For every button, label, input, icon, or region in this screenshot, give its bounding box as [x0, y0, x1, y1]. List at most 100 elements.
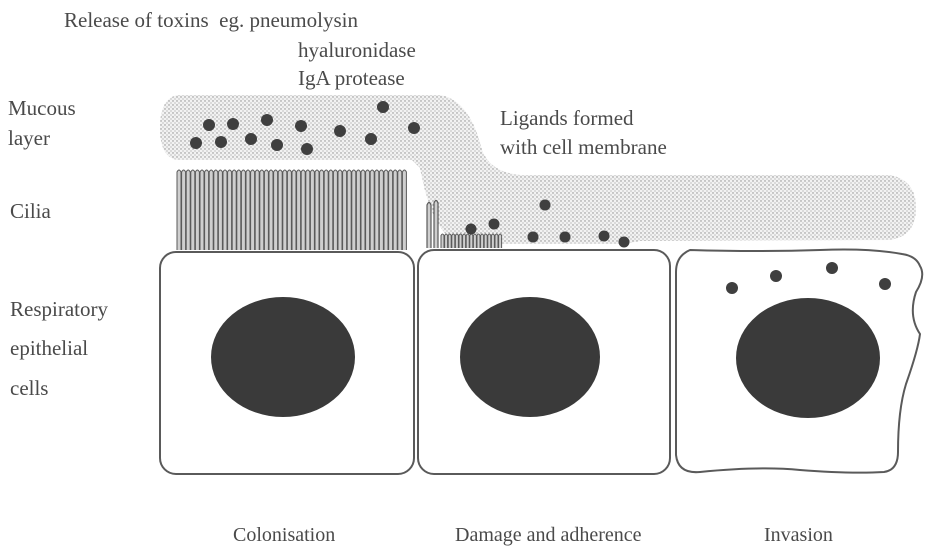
cilium	[306, 170, 310, 250]
cilium	[274, 170, 278, 250]
bacterium	[227, 118, 239, 130]
cilium	[366, 170, 370, 250]
cilium	[477, 234, 480, 248]
label-mucous-1: Mucous	[8, 96, 76, 120]
bacterium	[203, 119, 215, 131]
cilium	[333, 170, 337, 250]
cilium	[329, 170, 333, 250]
cilium	[441, 234, 444, 248]
bacterium	[190, 137, 202, 149]
cilium	[292, 170, 296, 250]
cilium	[463, 234, 466, 248]
label-mucous-2: layer	[8, 126, 50, 150]
nucleus-colonisation	[211, 297, 355, 417]
cilium	[352, 170, 356, 250]
cilium	[232, 170, 236, 250]
cilium	[379, 170, 383, 250]
stage-damage-adherence: Damage and adherence	[455, 524, 642, 546]
cilium	[228, 170, 232, 250]
label-epithelial: epithelial	[10, 336, 88, 360]
bacterium	[879, 278, 891, 290]
cilia-stub-1	[427, 203, 431, 249]
cilium	[264, 170, 268, 250]
cilium	[370, 170, 374, 250]
bacterium	[295, 120, 307, 132]
cilium	[310, 170, 314, 250]
cilium	[195, 170, 199, 250]
bacterium	[365, 133, 377, 145]
cilium	[209, 170, 213, 250]
cilium	[251, 170, 255, 250]
cilia-colonisation	[177, 170, 406, 250]
cilium	[452, 234, 455, 248]
cilium	[448, 234, 451, 248]
cilium	[320, 170, 324, 250]
cilium	[260, 170, 264, 250]
cilium	[191, 170, 195, 250]
cilium	[237, 170, 241, 250]
label-cells: cells	[10, 376, 48, 400]
bacterium	[301, 143, 313, 155]
cilium	[361, 170, 365, 250]
bacterium	[726, 282, 738, 294]
cilium	[445, 234, 448, 248]
cilium	[499, 234, 502, 248]
cilium	[389, 170, 393, 250]
cilium	[205, 170, 209, 250]
cilium	[491, 234, 494, 248]
cilium	[473, 234, 476, 248]
bacterium	[271, 139, 283, 151]
cilium	[338, 170, 342, 250]
cilium	[484, 234, 487, 248]
stage-colonisation: Colonisation	[233, 524, 335, 546]
cilium	[356, 170, 360, 250]
cilium	[343, 170, 347, 250]
cilium	[218, 170, 222, 250]
label-cilia: Cilia	[10, 199, 52, 223]
bacterium	[489, 219, 500, 230]
cilium	[182, 170, 186, 250]
cilium	[200, 170, 204, 250]
bacterium	[560, 232, 571, 243]
bacterium	[826, 262, 838, 274]
cilium	[488, 234, 491, 248]
toxin-iga-protease: IgA protease	[298, 66, 405, 90]
bacterium	[619, 237, 630, 248]
cilium	[398, 170, 402, 250]
cilium	[246, 170, 250, 250]
cilium	[347, 170, 351, 250]
cilium	[315, 170, 319, 250]
cilia-damaged	[441, 234, 502, 248]
cilium	[402, 170, 406, 250]
bacterium	[770, 270, 782, 282]
bacterium	[466, 224, 477, 235]
cilium	[278, 170, 282, 250]
bacterium	[334, 125, 346, 137]
cilium	[375, 170, 379, 250]
label-ligands-2: with cell membrane	[500, 135, 667, 159]
release-line: Release of toxins eg. pneumolysin	[64, 8, 358, 32]
bacterium	[377, 101, 389, 113]
cilium	[459, 234, 462, 248]
toxin-hyaluronidase: hyaluronidase	[298, 38, 416, 62]
cilium	[186, 170, 190, 250]
label-ligands-1: Ligands formed	[500, 106, 634, 130]
nucleus-damage	[460, 297, 600, 417]
stage-invasion: Invasion	[764, 524, 833, 546]
cilium	[241, 170, 245, 250]
bacterium	[408, 122, 420, 134]
cilium	[297, 170, 301, 250]
cilium	[223, 170, 227, 250]
bacterium	[261, 114, 273, 126]
cilia-stub-2	[434, 201, 438, 249]
cilium	[495, 234, 498, 248]
cilium	[283, 170, 287, 250]
bacterium	[599, 231, 610, 242]
cilium	[384, 170, 388, 250]
nucleus-invasion	[736, 298, 880, 418]
cilium	[470, 234, 473, 248]
bacterium	[540, 200, 551, 211]
cilium	[466, 234, 469, 248]
bacterium	[528, 232, 539, 243]
